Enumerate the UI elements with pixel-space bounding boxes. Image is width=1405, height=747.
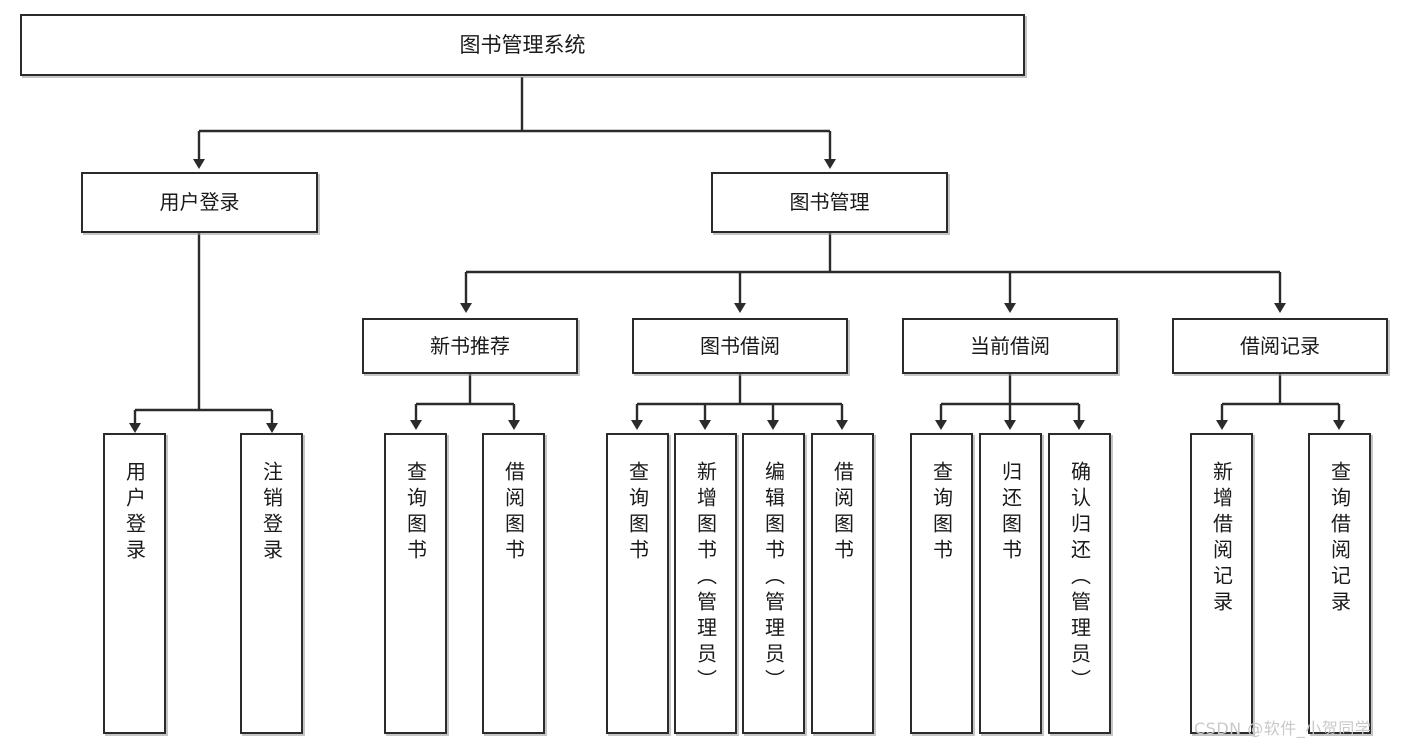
node-leaf-add-book[interactable]: 新增图书（管理员） bbox=[674, 433, 737, 734]
node-label: 图书管理 bbox=[789, 190, 870, 214]
node-user-login[interactable]: 用户登录 bbox=[81, 172, 318, 233]
node-leaf-user-login[interactable]: 用户登录 bbox=[103, 433, 166, 734]
node-current-borrow[interactable]: 当前借阅 bbox=[902, 318, 1118, 374]
node-leaf-query-book-3[interactable]: 查询图书 bbox=[910, 433, 973, 734]
node-label: 查询借阅记录 bbox=[1327, 461, 1352, 617]
node-label: 用户登录 bbox=[159, 190, 240, 214]
node-label: 图书管理系统 bbox=[459, 32, 586, 57]
node-leaf-confirm-return[interactable]: 确认归还（管理员） bbox=[1048, 433, 1111, 734]
node-label: 新书推荐 bbox=[430, 333, 510, 358]
node-leaf-query-book-2[interactable]: 查询图书 bbox=[606, 433, 669, 734]
node-label: 新增图书（管理员） bbox=[693, 461, 718, 695]
node-label: 借阅图书 bbox=[501, 461, 526, 565]
node-label: 查询图书 bbox=[625, 461, 650, 565]
node-label: 查询图书 bbox=[403, 461, 428, 565]
node-label: 归还图书 bbox=[998, 461, 1023, 565]
node-leaf-add-record[interactable]: 新增借阅记录 bbox=[1190, 433, 1253, 734]
node-leaf-borrow-book-2[interactable]: 借阅图书 bbox=[811, 433, 874, 734]
node-leaf-query-record[interactable]: 查询借阅记录 bbox=[1308, 433, 1371, 734]
node-label: 图书借阅 bbox=[700, 333, 780, 358]
node-leaf-edit-book[interactable]: 编辑图书（管理员） bbox=[742, 433, 805, 734]
node-label: 注销登录 bbox=[259, 461, 284, 565]
node-leaf-return-book[interactable]: 归还图书 bbox=[979, 433, 1042, 734]
node-new-book-recommend[interactable]: 新书推荐 bbox=[362, 318, 578, 374]
node-leaf-query-book-1[interactable]: 查询图书 bbox=[384, 433, 447, 734]
node-label: 当前借阅 bbox=[970, 333, 1050, 358]
node-label: 用户登录 bbox=[122, 461, 147, 565]
node-book-borrow[interactable]: 图书借阅 bbox=[632, 318, 848, 374]
csdn-watermark: CSDN @软件_小贺同学 bbox=[1194, 719, 1372, 738]
node-label: 借阅图书 bbox=[830, 461, 855, 565]
node-borrow-record[interactable]: 借阅记录 bbox=[1172, 318, 1388, 374]
node-label: 借阅记录 bbox=[1240, 333, 1320, 358]
node-book-management-system[interactable]: 图书管理系统 bbox=[20, 14, 1025, 76]
node-leaf-borrow-book-1[interactable]: 借阅图书 bbox=[482, 433, 545, 734]
node-book-manage[interactable]: 图书管理 bbox=[711, 172, 948, 233]
node-leaf-logout-login[interactable]: 注销登录 bbox=[240, 433, 303, 734]
node-label: 查询图书 bbox=[929, 461, 954, 565]
node-label: 编辑图书（管理员） bbox=[761, 461, 786, 695]
node-label: 确认归还（管理员） bbox=[1067, 461, 1092, 695]
node-label: 新增借阅记录 bbox=[1209, 461, 1234, 617]
